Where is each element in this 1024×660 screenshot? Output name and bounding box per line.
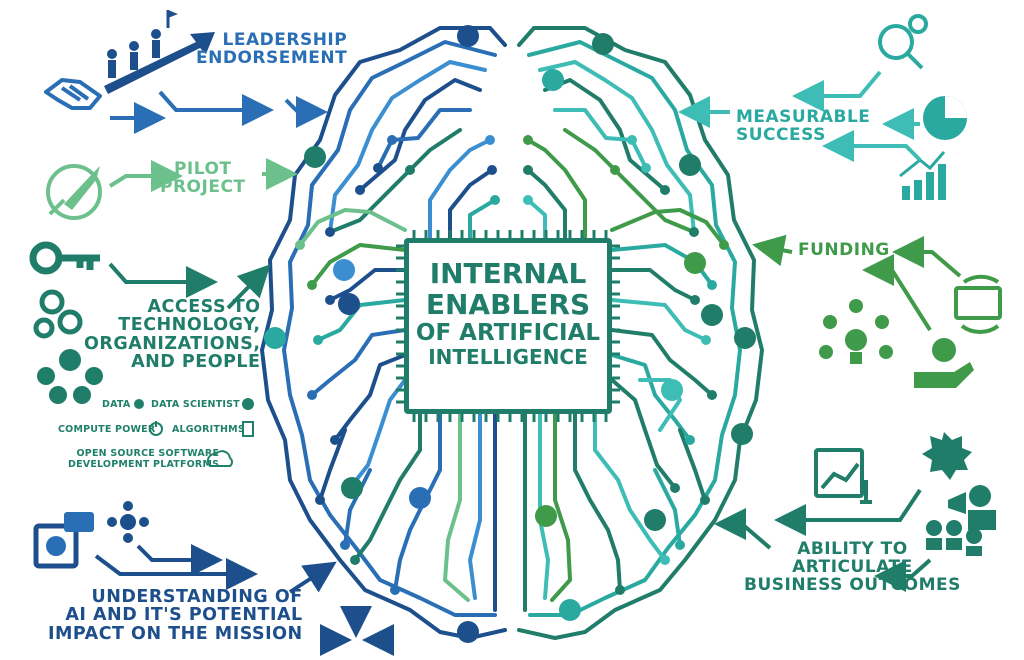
brain-left-icon-badges (264, 25, 479, 643)
brain-right-icon-badges (535, 33, 756, 621)
key-icon (29, 241, 100, 275)
sub-item-data: DATA (102, 399, 131, 410)
brain-left-hemisphere-circuits (260, 26, 507, 640)
algorithms-icon (242, 421, 254, 437)
speaker-audience-icon (926, 485, 996, 556)
title-line-1: INTERNAL (429, 257, 587, 290)
magnifier-chart-icon (878, 14, 928, 70)
understanding-arrows (94, 544, 394, 656)
climbing-people-icon (104, 10, 215, 94)
alert-icon (922, 432, 972, 480)
articulate-arrows (714, 488, 932, 592)
chip-pins (396, 230, 620, 422)
title-line-3: OF ARTIFICIAL (415, 319, 601, 346)
brain-right-hemisphere-circuits (517, 26, 764, 640)
access-arrows (108, 262, 271, 310)
compute-power-icon (149, 421, 163, 436)
rocket-icon (46, 164, 102, 220)
diagram-title: INTERNAL ENABLERS OF ARTIFICIAL INTELLIG… (404, 258, 612, 369)
people-network-icon (37, 349, 103, 404)
understanding-label: UNDERSTANDING OF AI AND IT'S POTENTIAL I… (48, 587, 303, 644)
title-line-2: ENABLERS (425, 288, 591, 322)
pilot-arrows (108, 158, 298, 192)
brain-right-nodes (523, 135, 729, 595)
sub-item-open-source: OPEN SOURCE SOFTWARE DEVELOPMENT PLATFOR… (68, 448, 220, 470)
network-hub-icon (107, 501, 149, 543)
presentation-icon (814, 448, 872, 504)
pilot-label: PILOT PROJECT (160, 159, 246, 197)
data-icon (134, 399, 144, 409)
measurable-arrows (678, 70, 922, 162)
title-line-4: INTELLIGENCE (428, 345, 588, 370)
pie-chart-icon (923, 96, 967, 140)
measurable-label: MEASURABLE SUCCESS (736, 107, 871, 145)
access-label: ACCESS TO TECHNOLOGY, ORGANIZATIONS, AND… (84, 297, 261, 373)
central-chip (404, 238, 612, 414)
bar-chart-icon (899, 151, 946, 200)
gears-icon (33, 289, 83, 339)
hand-coin-icon (914, 338, 974, 388)
lightbulb-dollar-icon (819, 299, 893, 364)
sub-item-compute-power: COMPUTE POWER (58, 424, 156, 435)
money-cycle-icon (954, 274, 1002, 334)
articulate-label: ABILITY TO ARTICULATE BUSINESS OUTCOMES (744, 539, 961, 595)
leadership-arrows (110, 90, 328, 134)
leadership-label: LEADERSHIP ENDORSEMENT (196, 30, 348, 68)
ai-chip-icon (33, 512, 94, 569)
sub-item-algorithms: ALGORITHMS (172, 424, 245, 435)
cloud-gear-icon (206, 450, 233, 467)
sub-item-data-scientist: DATA SCIENTIST (151, 399, 240, 410)
funding-label: FUNDING (798, 240, 890, 260)
funding-arrows (752, 234, 962, 332)
handshake-icon (44, 78, 102, 110)
data-scientist-icon (242, 398, 254, 410)
